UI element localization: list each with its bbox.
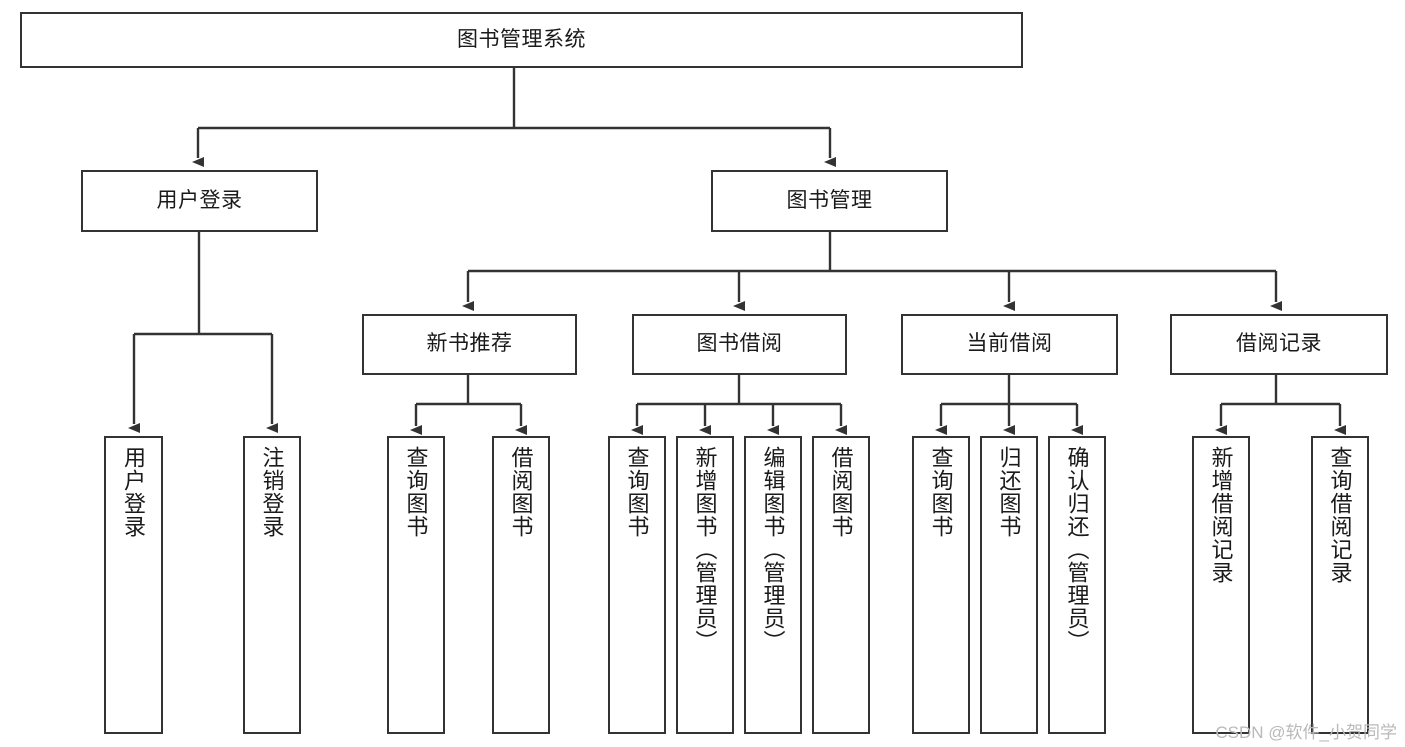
leaf-borrow-edit-book[interactable]: 编辑图书（管理员）: [744, 436, 802, 734]
node-current-borrow[interactable]: 当前借阅: [901, 314, 1118, 375]
node-label: 查询借阅记录: [1327, 446, 1353, 584]
node-label: 查询图书: [624, 446, 650, 538]
node-label: 借阅图书: [828, 446, 854, 538]
node-label: 新书推荐: [426, 332, 513, 356]
node-label: 借阅记录: [1236, 332, 1322, 356]
node-borrow-record[interactable]: 借阅记录: [1170, 314, 1388, 375]
node-book-borrow[interactable]: 图书借阅: [632, 314, 847, 375]
node-label: 当前借阅: [966, 332, 1053, 356]
leaf-current-confirm-return[interactable]: 确认归还（管理员）: [1048, 436, 1106, 734]
leaf-borrow-borrow-book[interactable]: 借阅图书: [812, 436, 870, 734]
leaf-recommend-borrow-book[interactable]: 借阅图书: [492, 436, 550, 734]
node-label: 用户登录: [156, 188, 243, 212]
node-label: 查询图书: [928, 446, 954, 538]
node-label: 图书借阅: [696, 332, 783, 356]
leaf-borrow-add-book[interactable]: 新增图书（管理员）: [676, 436, 734, 734]
leaf-borrow-query-book[interactable]: 查询图书: [608, 436, 666, 734]
leaf-record-query[interactable]: 查询借阅记录: [1311, 436, 1369, 734]
leaf-user-login[interactable]: 用户登录: [104, 436, 163, 734]
node-new-book-recommend[interactable]: 新书推荐: [362, 314, 577, 375]
node-label: 注销登录: [259, 446, 285, 538]
node-label: 图书管理: [786, 188, 873, 212]
node-label: 新增图书（管理员）: [692, 446, 718, 653]
node-label: 编辑图书（管理员）: [760, 446, 786, 653]
node-label: 借阅图书: [508, 446, 534, 538]
node-root-system[interactable]: 图书管理系统: [20, 12, 1023, 68]
node-user-login[interactable]: 用户登录: [81, 170, 318, 232]
node-book-manage[interactable]: 图书管理: [711, 170, 948, 232]
csdn-watermark: CSDN @软件_小贺同学: [1215, 723, 1397, 742]
node-label: 查询图书: [403, 446, 429, 538]
node-label: 确认归还（管理员）: [1064, 446, 1090, 653]
leaf-recommend-query-book[interactable]: 查询图书: [387, 436, 445, 734]
node-label: 归还图书: [996, 446, 1022, 538]
node-label: 用户登录: [121, 446, 147, 538]
node-label: 新增借阅记录: [1208, 446, 1234, 584]
leaf-record-add[interactable]: 新增借阅记录: [1192, 436, 1250, 734]
leaf-current-query-book[interactable]: 查询图书: [912, 436, 970, 734]
leaf-current-return-book[interactable]: 归还图书: [980, 436, 1038, 734]
leaf-logout[interactable]: 注销登录: [243, 436, 301, 734]
node-label: 图书管理系统: [457, 27, 586, 51]
